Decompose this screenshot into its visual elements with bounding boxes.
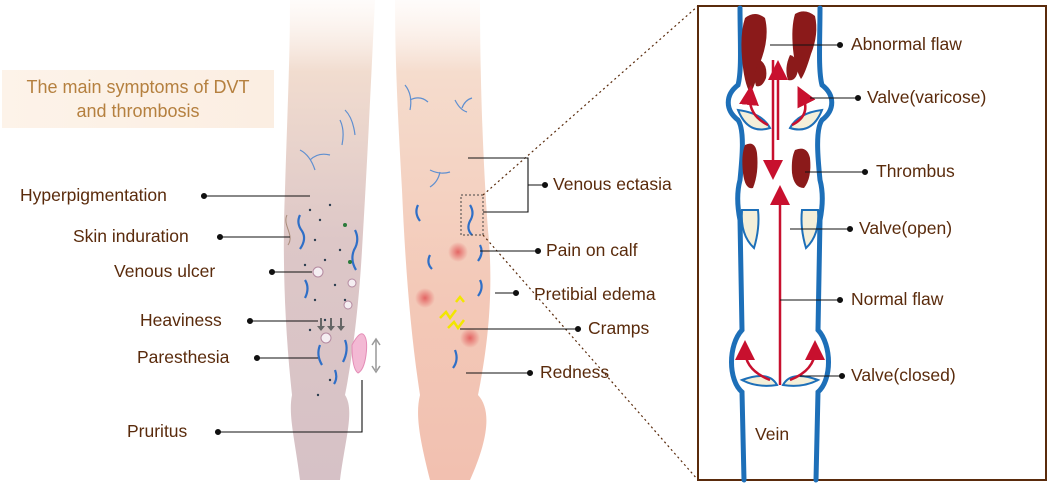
valve-leaflets: [736, 108, 824, 387]
heaviness-arrows: [317, 318, 345, 331]
label-normal-flaw: Normal flaw: [851, 289, 944, 309]
label-venous-ectasia: Venous ectasia: [553, 174, 672, 194]
label-thrombus: Thrombus: [876, 161, 955, 181]
middle-leader-lines: [460, 157, 582, 377]
label-valve-varicose: Valve(varicose): [867, 87, 987, 107]
scratching-hand-icon: [351, 333, 381, 374]
label-pruritus: Pruritus: [127, 421, 188, 441]
diagram-title: The main symptoms of DVT and thrombosis: [2, 70, 274, 128]
title-line-2: and thrombosis: [76, 101, 200, 121]
left-leg-spots: [303, 203, 352, 397]
label-abnormal-flaw: Abnormal flaw: [851, 34, 962, 54]
right-leg-veins: [404, 84, 473, 188]
left-leg-veins: [299, 109, 356, 171]
thrombus: [742, 143, 811, 189]
label-cramps: Cramps: [588, 318, 650, 338]
label-paresthesia: Paresthesia: [137, 347, 230, 367]
cramps-icon: [439, 294, 465, 331]
blood-flow-arrows: [735, 60, 825, 385]
left-leader-lines: [200, 192, 363, 436]
label-hyperpigmentation: Hyperpigmentation: [20, 185, 167, 205]
label-pain-on-calf: Pain on calf: [546, 240, 638, 260]
label-valve-closed: Valve(closed): [851, 365, 956, 385]
left-leg: [283, 0, 375, 480]
left-leg-varicose: [297, 214, 359, 385]
vein-walls: [725, 5, 835, 483]
right-leg-varicose: [415, 204, 483, 369]
label-pretibial-edema: Pretibial edema: [534, 284, 656, 304]
label-venous-ulcer: Venous ulcer: [114, 261, 216, 281]
zoom-source-box: [460, 194, 484, 236]
title-line-1: The main symptoms of DVT: [26, 77, 250, 97]
label-heaviness: Heaviness: [140, 310, 222, 330]
label-valve-open: Valve(open): [859, 218, 953, 238]
vein-leader-lines: [770, 41, 869, 380]
ulcer-marks: [312, 266, 357, 344]
redness-spots: [415, 242, 480, 348]
label-skin-induration: Skin induration: [73, 226, 189, 246]
right-leg: [395, 0, 491, 480]
label-vein: Vein: [755, 424, 790, 444]
label-redness: Redness: [540, 362, 610, 382]
